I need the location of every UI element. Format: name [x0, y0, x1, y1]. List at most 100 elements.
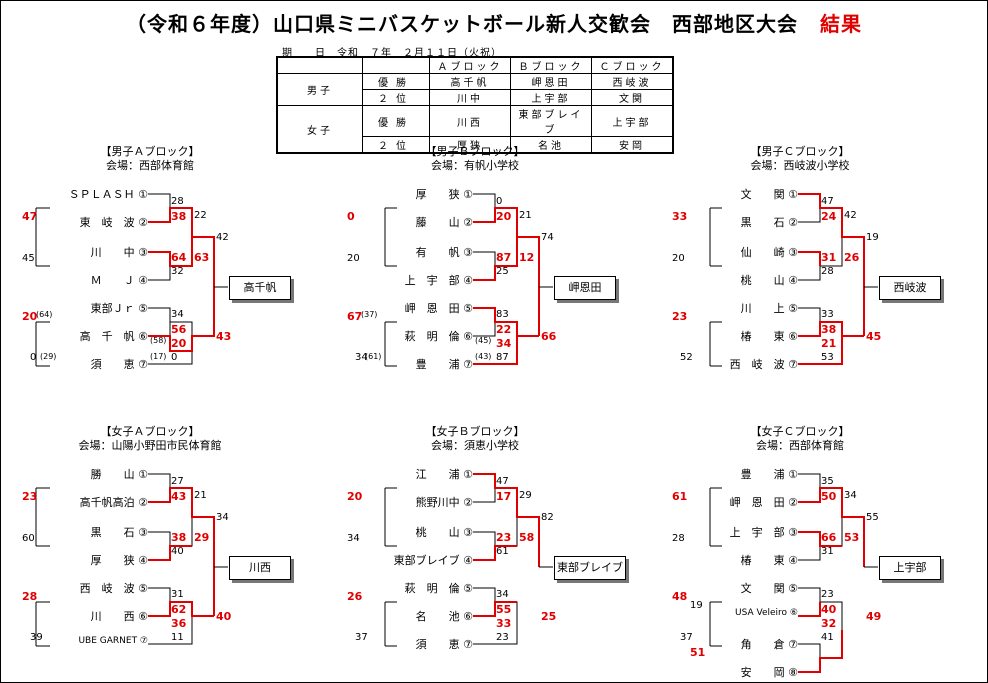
- score: 43: [171, 490, 187, 503]
- score: 45: [22, 253, 35, 264]
- winner-box: 東部ブレイブ: [554, 556, 626, 580]
- score: 31: [821, 546, 834, 557]
- score: 28: [171, 196, 184, 207]
- team-name: 川 上 ⑤: [740, 302, 798, 315]
- winner-box: 高千帆: [229, 276, 291, 300]
- score: 39: [30, 632, 43, 643]
- team-name: 岬 恩 田 ⑤: [404, 302, 473, 315]
- team-name: Ｍ Ｊ ④: [90, 274, 148, 287]
- girls-b-lines: [384, 473, 553, 647]
- score: 11: [171, 632, 184, 643]
- group-girls: 女子: [276, 105, 363, 154]
- team-name: 安 岡 ⑧: [740, 666, 798, 679]
- score: 23: [496, 632, 509, 643]
- team-name: 東部Ｊｒ ⑤: [90, 302, 148, 315]
- score: 38: [171, 531, 187, 544]
- score: 40: [821, 603, 837, 616]
- score: 20: [171, 337, 187, 350]
- score: 41: [821, 632, 834, 643]
- seed-score: (45): [475, 336, 492, 345]
- score: 26: [844, 251, 860, 264]
- team-name: 西 岐 波 ⑦: [729, 358, 798, 371]
- team-name: 仙 崎 ③: [740, 246, 798, 259]
- score: 47: [821, 196, 834, 207]
- score: 26: [347, 590, 363, 603]
- score: 42: [216, 232, 229, 243]
- score: 61: [672, 490, 688, 503]
- girls-a-lines: [35, 473, 228, 647]
- score: 0: [347, 210, 355, 223]
- team-name: 高千帆高泊 ②: [79, 496, 148, 509]
- team-name: 西 岐 波 ⑤: [79, 582, 148, 595]
- block-title: 【女子Ｂブロック】: [425, 425, 525, 438]
- score: 23: [22, 490, 38, 503]
- team-name: 椿 東 ⑥: [740, 330, 798, 343]
- score: 53: [844, 531, 860, 544]
- team-name: 勝 山 ①: [90, 468, 148, 481]
- team-name: 熊野川中 ②: [415, 496, 473, 509]
- team-name: 高 千 帆 ⑥: [79, 330, 148, 343]
- team-name: USA Veleiro ⑥: [735, 608, 798, 618]
- score: 38: [171, 210, 187, 223]
- score: 53: [821, 352, 834, 363]
- team-name: 須 恵 ⑦: [90, 358, 148, 371]
- score: 40: [171, 546, 184, 557]
- team-name: 上 宇 部 ③: [729, 526, 798, 539]
- block-title: 【女子Ｃブロック】: [750, 425, 850, 438]
- score: 17: [496, 490, 512, 503]
- score: 64: [171, 251, 187, 264]
- score: 56: [171, 323, 187, 336]
- score: 74: [541, 232, 554, 243]
- score: 47: [22, 210, 38, 223]
- team-name: 上 宇 部 ④: [404, 274, 473, 287]
- score: 83: [496, 309, 509, 320]
- score: 47: [496, 476, 509, 487]
- score: 0: [496, 196, 503, 207]
- score: 55: [866, 512, 879, 523]
- score: 23: [496, 531, 512, 544]
- score: 51: [690, 646, 706, 659]
- team-name: 東部ブレイブ ④: [393, 554, 473, 567]
- score: 60: [22, 533, 35, 544]
- team-name: 桃 山 ④: [740, 274, 798, 287]
- score: 20: [347, 490, 363, 503]
- score: 25: [541, 610, 557, 623]
- score: 29: [519, 490, 532, 501]
- score: 62: [171, 603, 187, 616]
- score: 20: [347, 253, 360, 264]
- block-venue: 会場：西部体育館: [106, 159, 194, 172]
- score: 24: [821, 210, 837, 223]
- boys-b-lines: [384, 193, 553, 367]
- boys-a-lines: [35, 193, 228, 367]
- score: 34: [347, 533, 360, 544]
- score: 37: [355, 632, 368, 643]
- score: 33: [821, 309, 834, 320]
- team-name: 文 関 ⑤: [740, 582, 798, 595]
- score: 34: [355, 352, 368, 363]
- score: 40: [216, 610, 232, 623]
- team-name: 黒 石 ②: [740, 216, 798, 229]
- girls-c-lines: [709, 473, 878, 673]
- group-boys: 男子: [276, 73, 363, 106]
- score: 21: [519, 210, 532, 221]
- seed-score: (37): [361, 310, 378, 319]
- seed-score: (17): [150, 352, 167, 361]
- block-title: 【女子Ａブロック】: [100, 425, 200, 438]
- team-name: 黒 石 ③: [90, 526, 148, 539]
- team-name: 椿 東 ④: [740, 554, 798, 567]
- score: 20: [22, 310, 38, 323]
- score: 36: [171, 617, 187, 630]
- score: 29: [194, 531, 210, 544]
- seed-score: (61): [365, 352, 382, 361]
- score: 61: [496, 546, 509, 557]
- score: 34: [171, 309, 184, 320]
- score: 28: [672, 533, 685, 544]
- winner-box: 川西: [229, 556, 291, 580]
- score: 21: [194, 490, 207, 501]
- score: 0: [171, 352, 178, 363]
- score: 34: [216, 512, 229, 523]
- team-name: 厚 狭 ④: [90, 554, 148, 567]
- score: 19: [866, 232, 879, 243]
- score: 31: [171, 589, 184, 600]
- seed-score: (43): [475, 352, 492, 361]
